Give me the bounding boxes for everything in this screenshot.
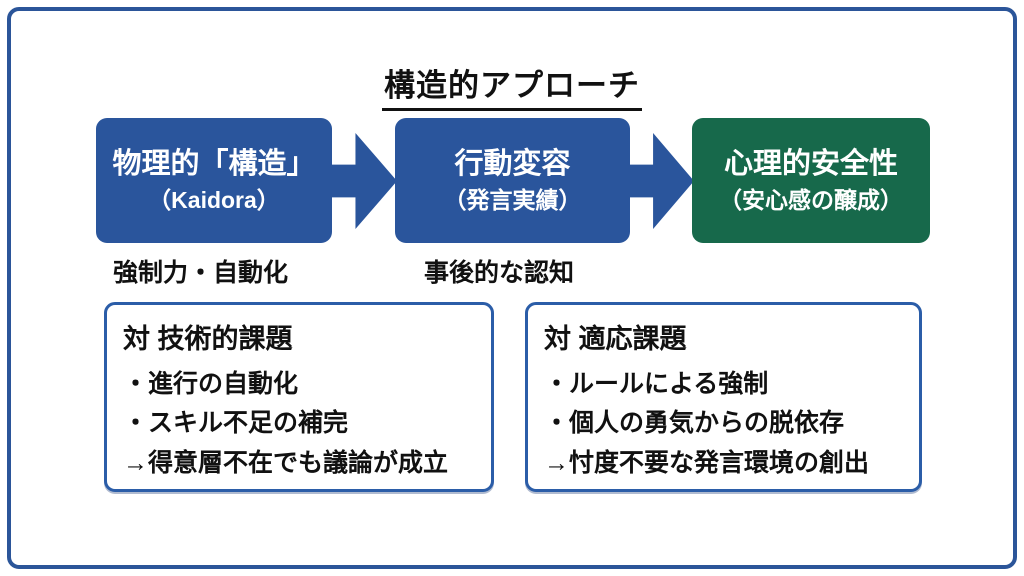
flow-step-physical-structure: 物理的「構造」 （Kaidora） <box>96 118 332 243</box>
step-title: 行動変容 <box>454 148 571 180</box>
card-header: 対 技術的課題 <box>123 324 293 354</box>
outer-border-frame <box>7 7 1017 569</box>
card-technical-challenges: 対 技術的課題 ・進行の自動化 ・スキル不足の補完 →得意層不在でも議論が成立 <box>104 302 494 492</box>
flow-step-behavior-change: 行動変容 （発言実績） <box>395 118 630 243</box>
list-item: ・個人の勇気からの脱依存 <box>544 409 845 438</box>
list-item: →得意層不在でも議論が成立 <box>123 448 449 477</box>
step-title: 物理的「構造」 <box>112 148 316 180</box>
step-subtitle: （安心感の醸成） <box>719 187 903 214</box>
step-subtitle: （Kaidora） <box>148 187 280 214</box>
list-item: ・スキル不足の補完 <box>123 409 349 438</box>
card-adaptive-challenges: 対 適応課題 ・ルールによる強制 ・個人の勇気からの脱依存 →忖度不要な発言環境… <box>525 302 922 492</box>
flow-step-psychological-safety: 心理的安全性 （安心感の醸成） <box>692 118 930 243</box>
page-title: 構造的アプローチ <box>0 60 1024 111</box>
list-item: ・進行の自動化 <box>123 370 299 398</box>
step-subtitle: （発言実績） <box>443 187 582 214</box>
step-note-posthoc-recognition: 事後的な認知 <box>424 259 575 287</box>
page-title-text: 構造的アプローチ <box>382 60 642 111</box>
step-title: 心理的安全性 <box>723 148 898 180</box>
step-note-enforcement-automation: 強制力・自動化 <box>113 259 289 287</box>
list-item: →忖度不要な発言環境の創出 <box>544 448 870 477</box>
list-item: ・ルールによる強制 <box>544 370 769 398</box>
card-header: 対 適応課題 <box>544 324 687 354</box>
